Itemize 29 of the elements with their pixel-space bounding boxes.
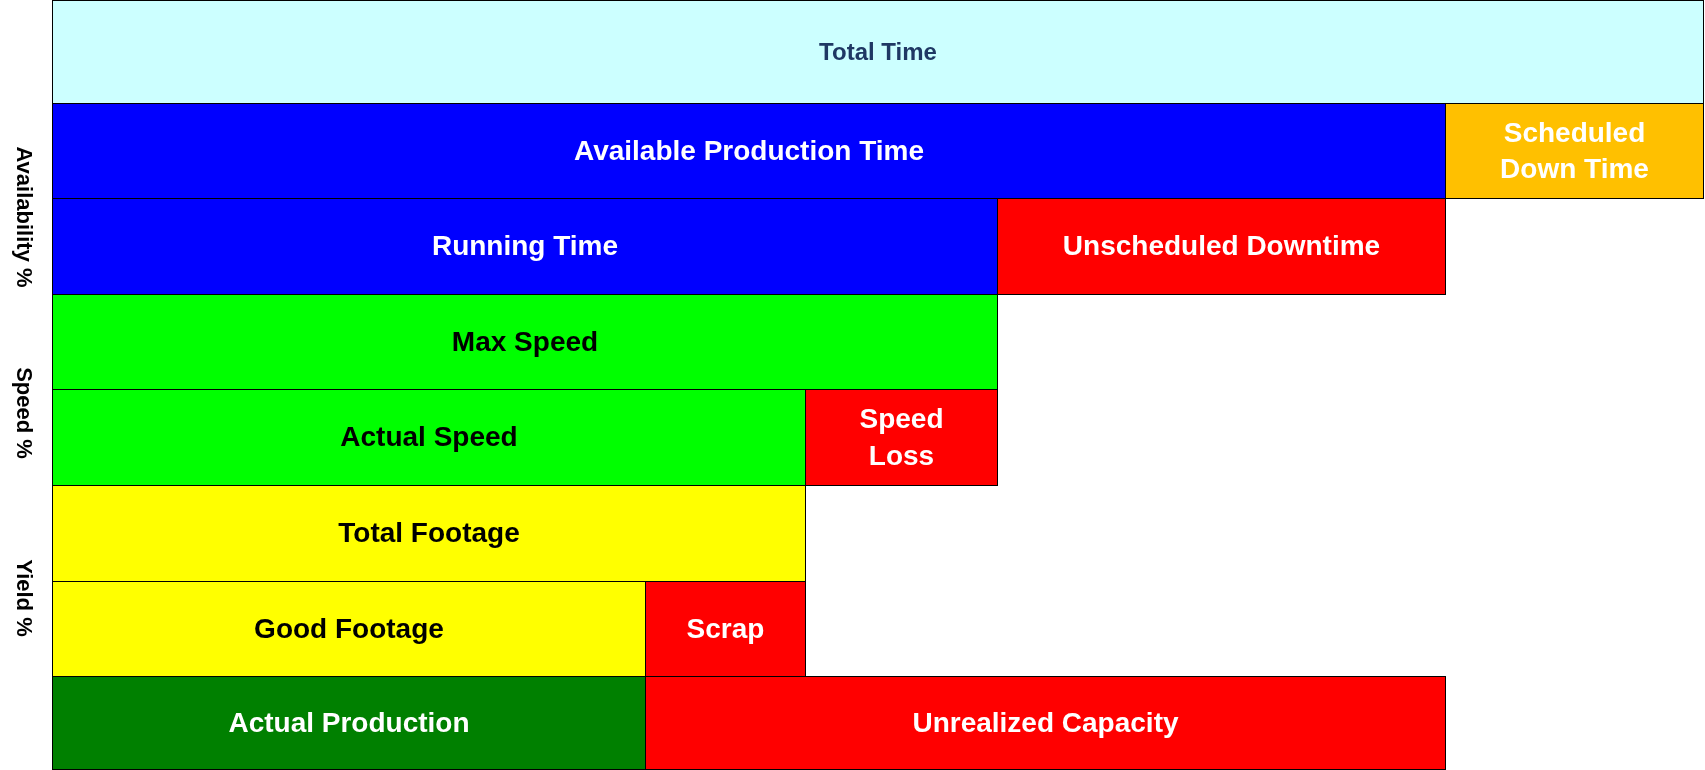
bar-segment — [805, 389, 998, 486]
segment-label: Running Time — [431, 229, 619, 264]
bar-segment — [52, 0, 1704, 104]
bar-segment — [52, 676, 646, 770]
segment-label: Unscheduled Downtime — [1062, 229, 1381, 264]
bar-segment — [52, 485, 806, 582]
segment-label: Max Speed — [451, 324, 599, 359]
segment-label: Scrap — [686, 611, 765, 646]
bar-segment — [52, 198, 998, 295]
segment-label: Speed Loss — [858, 402, 945, 473]
segment-label: Actual Production — [228, 705, 470, 740]
axis-label: Yield % — [11, 559, 37, 637]
bar-segment — [645, 676, 1446, 770]
axis-label: Availability % — [11, 146, 37, 288]
bar-segment — [52, 581, 646, 677]
axis-label: Speed % — [11, 367, 37, 459]
bar-segment — [52, 294, 998, 390]
segment-label: Scheduled Down Time — [1499, 115, 1650, 186]
bar-segment — [645, 581, 806, 677]
segment-label: Total Footage — [338, 516, 520, 551]
bar-segment — [52, 103, 1446, 199]
segment-label: Good Footage — [254, 611, 444, 646]
bar-segment — [52, 389, 806, 486]
bar-segment — [1445, 103, 1704, 199]
segment-label: Available Production Time — [573, 133, 925, 168]
segment-label: Unrealized Capacity — [912, 705, 1179, 740]
segment-label: Total Time — [819, 37, 937, 68]
bar-segment — [997, 198, 1446, 295]
segment-label: Actual Speed — [340, 420, 518, 455]
